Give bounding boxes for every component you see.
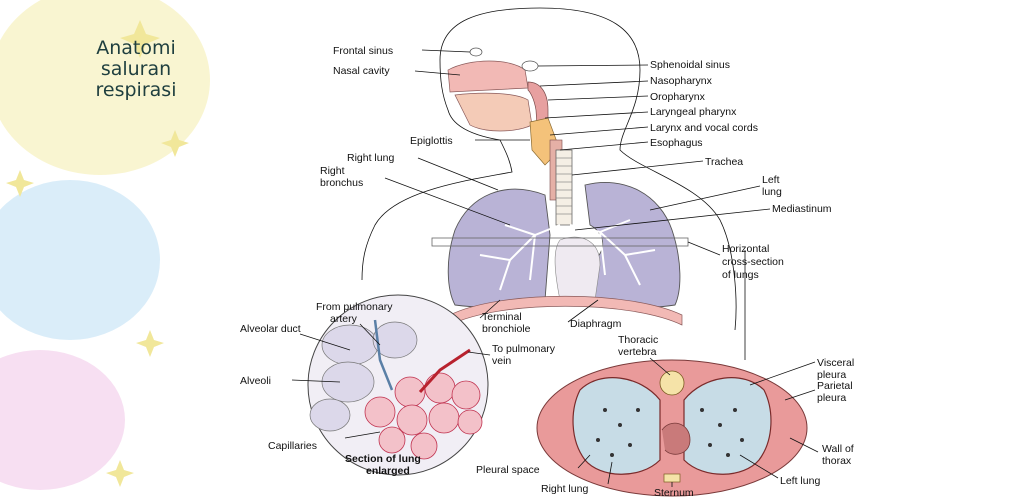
label-nasopharynx: Nasopharynx [650, 75, 713, 87]
label-mediastinum: Mediastinum [772, 203, 832, 215]
diaphragm-shape [449, 295, 683, 326]
left-lung-shape [584, 181, 681, 308]
label-parietal-pleura-2: pleura [817, 392, 846, 404]
label-thoracic-vertebra-2: vertebra [618, 346, 657, 358]
label-capillaries: Capillaries [268, 440, 317, 452]
label-wall-of-thorax-2: thorax [822, 455, 852, 467]
label-diaphragm: Diaphragm [570, 318, 622, 330]
label-nasal-cavity: Nasal cavity [333, 65, 390, 77]
label-horizontal-2: cross-section [722, 256, 784, 268]
thorax-cross-section [536, 359, 808, 497]
slide-title: Anatomi saluran respirasi [66, 38, 206, 101]
label-alveolar-duct: Alveolar duct [240, 323, 301, 335]
label-terminal-bronchiole-2: bronchiole [482, 323, 531, 335]
label-pulmonary-vein-2: vein [492, 355, 511, 367]
label-laryngeal-pharynx: Laryngeal pharynx [650, 106, 737, 118]
alveoli-enlarged-inset [307, 294, 489, 476]
right-lung-shape [447, 188, 551, 308]
heart-space [554, 236, 601, 301]
mouth-shape [454, 92, 533, 132]
label-left-lung-1: Left [762, 174, 780, 186]
label-esophagus: Esophagus [650, 137, 703, 149]
label-right-lung-section: Right lung [541, 483, 588, 495]
label-trachea: Trachea [705, 156, 743, 168]
label-oropharynx: Oropharynx [650, 91, 706, 103]
label-right-lung: Right lung [347, 152, 394, 164]
label-sternum: Sternum [654, 487, 694, 499]
label-epiglottis: Epiglottis [410, 135, 453, 147]
label-frontal-sinus: Frontal sinus [333, 45, 393, 57]
label-pulmonary-artery-1: From pulmonary [316, 301, 393, 313]
deco-bubble-yellow [0, 0, 210, 175]
deco-sparkles [6, 20, 189, 487]
trachea-shape [555, 149, 573, 226]
label-pulmonary-vein-1: To pulmonary [492, 343, 556, 355]
deco-bubble-blue [0, 180, 160, 340]
label-section-enlarged-2: enlarged [366, 465, 410, 477]
label-parietal-pleura-1: Parietal [817, 380, 853, 392]
label-section-enlarged-1: Section of lung [345, 453, 421, 465]
label-visceral-pleura-2: pleura [817, 369, 846, 381]
leader-lines [291, 49, 819, 487]
label-pulmonary-artery-2: artery [330, 313, 358, 325]
deco-bubble-pink [0, 350, 125, 490]
label-right-bronchus-2: bronchus [320, 177, 363, 189]
label-alveoli: Alveoli [240, 375, 271, 387]
label-larynx: Larynx and vocal cords [650, 122, 758, 134]
label-thoracic-vertebra-1: Thoracic [618, 334, 658, 346]
label-left-lung-section: Left lung [780, 475, 820, 487]
label-pleural-space: Pleural space [476, 464, 540, 476]
label-sphenoidal-sinus: Sphenoidal sinus [650, 59, 730, 71]
body-outline [361, 7, 737, 331]
label-horizontal-1: Horizontal [722, 243, 769, 255]
bronchial-tree [479, 219, 656, 291]
title-line-3: respirasi [95, 79, 177, 101]
sphenoidal-sinus-shape [521, 60, 539, 72]
label-left-lung-2: lung [762, 186, 782, 198]
label-horizontal-3: of lungs [722, 269, 759, 281]
label-terminal-bronchiole-1: Terminal [482, 311, 522, 323]
frontal-sinus-shape [469, 47, 483, 57]
title-line-2: saluran [100, 58, 172, 80]
title-line-1: Anatomi [96, 37, 176, 59]
label-wall-of-thorax-1: Wall of [822, 443, 854, 455]
label-visceral-pleura-1: Visceral [817, 357, 854, 369]
nasal-cavity-shape [447, 60, 529, 93]
label-right-bronchus-1: Right [320, 165, 345, 177]
